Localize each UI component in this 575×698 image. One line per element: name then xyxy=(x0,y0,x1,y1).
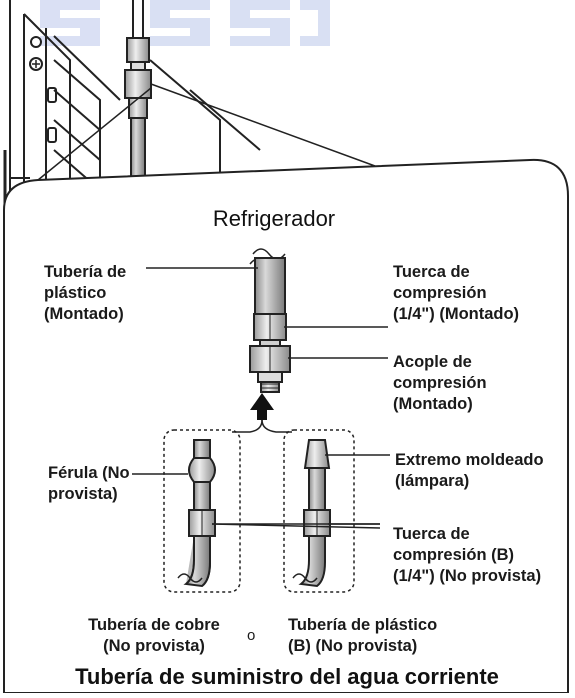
compression-nut-b-label: Tuerca de compresión (B) (1/4") (No prov… xyxy=(393,525,542,585)
mounted-compression-nut xyxy=(253,313,287,341)
copper-tubing-label: Tubería de cobre (No provista) xyxy=(88,616,220,655)
water-supply-title: Tubería de suministro del agua corriente xyxy=(75,664,499,689)
or-label: o xyxy=(247,627,256,644)
zoom-callout-lines xyxy=(37,83,376,181)
compression-nut-label: Tuerca de compresión (1/4") (Montado) xyxy=(393,263,520,323)
molded-end-label: Extremo moldeado (lámpara) xyxy=(395,451,544,490)
ferrule-label: Férula (No provista) xyxy=(48,464,130,503)
plastic-tubing-label: Tubería de plástico (Montado) xyxy=(44,263,127,323)
plastic-tubing-assembly xyxy=(292,439,331,588)
upward-arrow-icon xyxy=(232,393,292,433)
compression-coupling-label: Acople de compresión (Montado) xyxy=(393,353,487,413)
watermark xyxy=(40,0,330,46)
copper-tubing-assembly xyxy=(177,439,216,588)
detail-callout-panel xyxy=(3,158,569,694)
plastic-tubing-detail-box xyxy=(283,429,355,593)
mounted-compression-coupling xyxy=(249,339,291,393)
mounted-plastic-tubing xyxy=(249,248,286,317)
leader-lines xyxy=(132,267,390,529)
plastic-tubing-b-label: Tubería de plástico (B) (No provista) xyxy=(288,616,438,655)
refrigerator-title: Refrigerador xyxy=(212,206,336,231)
